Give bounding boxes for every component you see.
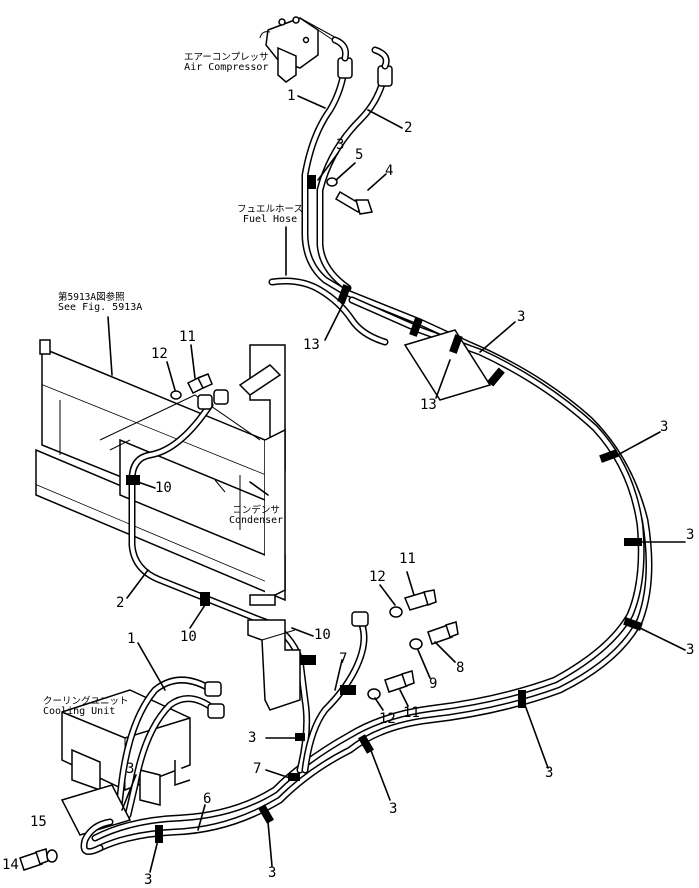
hose-fitting (351, 611, 369, 627)
callout-number: 3 (268, 865, 277, 881)
callout-number: 11 (179, 329, 196, 345)
callout-number: 3 (660, 419, 669, 435)
bolt-11-lower (403, 589, 437, 611)
callout-number: 12 (151, 346, 168, 362)
callout-number: 3 (336, 137, 345, 153)
callout-number: 2 (404, 120, 413, 136)
clamp-3 (295, 733, 305, 741)
lower-bracket (247, 619, 301, 711)
callout-number: 3 (686, 527, 695, 543)
bolt-14 (19, 848, 49, 871)
hose-2-upper (316, 68, 389, 292)
bolt-8 (427, 621, 459, 645)
hose-6-end (80, 818, 114, 856)
callout-number: 10 (314, 627, 331, 643)
washer-15 (46, 849, 58, 863)
clamp-10 (300, 655, 316, 665)
callout-number: 2 (116, 595, 125, 611)
callout-number: 4 (385, 163, 394, 179)
fuel-hose (268, 277, 389, 346)
bolt-11-upper (186, 373, 213, 395)
hose-fitting (207, 703, 225, 719)
washer-12-lower (389, 606, 403, 618)
callout-number: 3 (248, 730, 257, 746)
fuel-hose-label-jp: フュエルホース (237, 204, 304, 215)
condenser (35, 339, 286, 606)
washer-12-upper (170, 390, 182, 400)
fuel-hose-caption: フュエルホース Fuel Hose (237, 205, 303, 225)
washer-12-third (367, 688, 381, 700)
callout-number: 13 (420, 397, 437, 413)
callout-number: 5 (355, 147, 364, 163)
callout-number: 12 (369, 569, 386, 585)
bolt-4 (334, 190, 373, 215)
callout-number: 14 (2, 857, 19, 873)
hose-1-upper (301, 61, 349, 296)
callout-number: 1 (127, 631, 136, 647)
hose-fitting (204, 681, 222, 697)
leader-lines (107, 95, 686, 873)
callout-number: 9 (429, 676, 438, 692)
air-compressor-label-en: Air Compressor (184, 61, 269, 73)
see-fig-caption: 第5913A図参照 See Fig. 5913A (58, 293, 142, 313)
cooling-unit-label-jp: クーリングユニット (43, 696, 129, 707)
clamp-7-lower (288, 773, 300, 781)
cooling-unit-label-en: Cooling Unit (43, 705, 116, 717)
clamp-10-condenser (200, 592, 210, 606)
condenser-caption: コンデンサ Condenser (229, 506, 283, 526)
washer-5 (326, 177, 338, 187)
callout-number: 3 (144, 872, 153, 888)
callout-number: 3 (517, 309, 526, 325)
clamp-10-left (126, 475, 140, 485)
hose-fitting (213, 389, 229, 405)
clamp-7 (340, 685, 356, 695)
callout-number: 3 (686, 642, 695, 658)
callout-number: 3 (126, 761, 135, 777)
washer-9 (409, 638, 423, 650)
condenser-label-en: Condenser (229, 514, 284, 526)
callout-number: 6 (203, 791, 212, 807)
hose-fitting (197, 394, 213, 410)
condenser-label-jp: コンデンサ (232, 505, 280, 516)
see-fig-label-en: See Fig. 5913A (58, 301, 143, 313)
callout-number: 15 (30, 814, 47, 830)
callout-number: 1 (287, 88, 296, 104)
callout-number: 11 (403, 705, 420, 721)
callout-number: 8 (456, 660, 465, 676)
air-compressor (259, 16, 346, 83)
fuel-hose-label-en: Fuel Hose (242, 213, 298, 225)
air-compressor-caption: エアーコンプレッサ Air Compressor (184, 53, 269, 73)
bolt-11-third (384, 670, 415, 693)
callout-number: 12 (379, 711, 396, 727)
callout-number: 10 (180, 629, 197, 645)
callout-number: 3 (389, 801, 398, 817)
air-compressor-label-jp: エアーコンプレッサ (184, 52, 269, 63)
callout-number: 13 (303, 337, 320, 353)
callout-number: 3 (545, 765, 554, 781)
hose-clamps (155, 175, 643, 843)
hose-2-lower (128, 401, 311, 774)
cooling-unit-caption: クーリングユニット Cooling Unit (43, 697, 129, 717)
callout-number: 7 (253, 761, 262, 777)
hose-1-lower (114, 676, 219, 819)
see-fig-label-jp: 第5913A図参照 (58, 292, 125, 303)
callout-number: 10 (155, 480, 172, 496)
callout-number: 11 (399, 551, 416, 567)
callout-number: 7 (339, 651, 348, 667)
